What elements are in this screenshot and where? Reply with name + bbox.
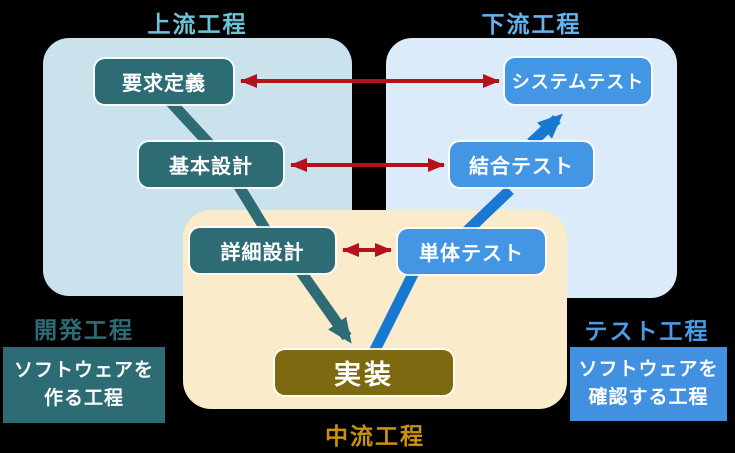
development-title: 開発工程 (34, 317, 134, 343)
node-detailed-design: 詳細設計 (190, 228, 335, 273)
node-system-test: システムテスト (505, 58, 651, 104)
arrow-detailed-design-to-implementation (296, 268, 352, 344)
midstream-title: 中流工程 (325, 423, 425, 449)
test-caption-line2: 確認する工程 (588, 387, 709, 408)
node-integration-test: 結合テスト (450, 142, 593, 187)
node-implementation: 実装 (275, 350, 453, 395)
development-caption-box: ソフトウェアを 作る工程 (3, 347, 165, 423)
node-unit-test: 単体テスト (398, 229, 545, 274)
test-caption-line1: ソフトウェアを (578, 358, 719, 380)
arrow-basic-design-to-detailed-design (232, 180, 272, 235)
arrow-integration-test-to-system-test (527, 113, 563, 148)
test-title: テスト工程 (584, 318, 710, 344)
arrow-implementation-to-unit-test (369, 269, 419, 355)
node-requirements-definition: 要求定義 (95, 59, 233, 104)
node-basic-design: 基本設計 (139, 142, 283, 187)
development-caption-line2: 作る工程 (43, 388, 124, 409)
arrow-unit-test-to-integration-test (462, 186, 514, 236)
arrow-requirements-to-basic-design (160, 92, 220, 154)
test-caption-box: ソフトウェアを 確認する工程 (570, 347, 727, 421)
development-caption-line1: ソフトウェアを (13, 359, 154, 381)
downstream-title: 下流工程 (481, 11, 582, 37)
upstream-title: 上流工程 (147, 11, 248, 37)
